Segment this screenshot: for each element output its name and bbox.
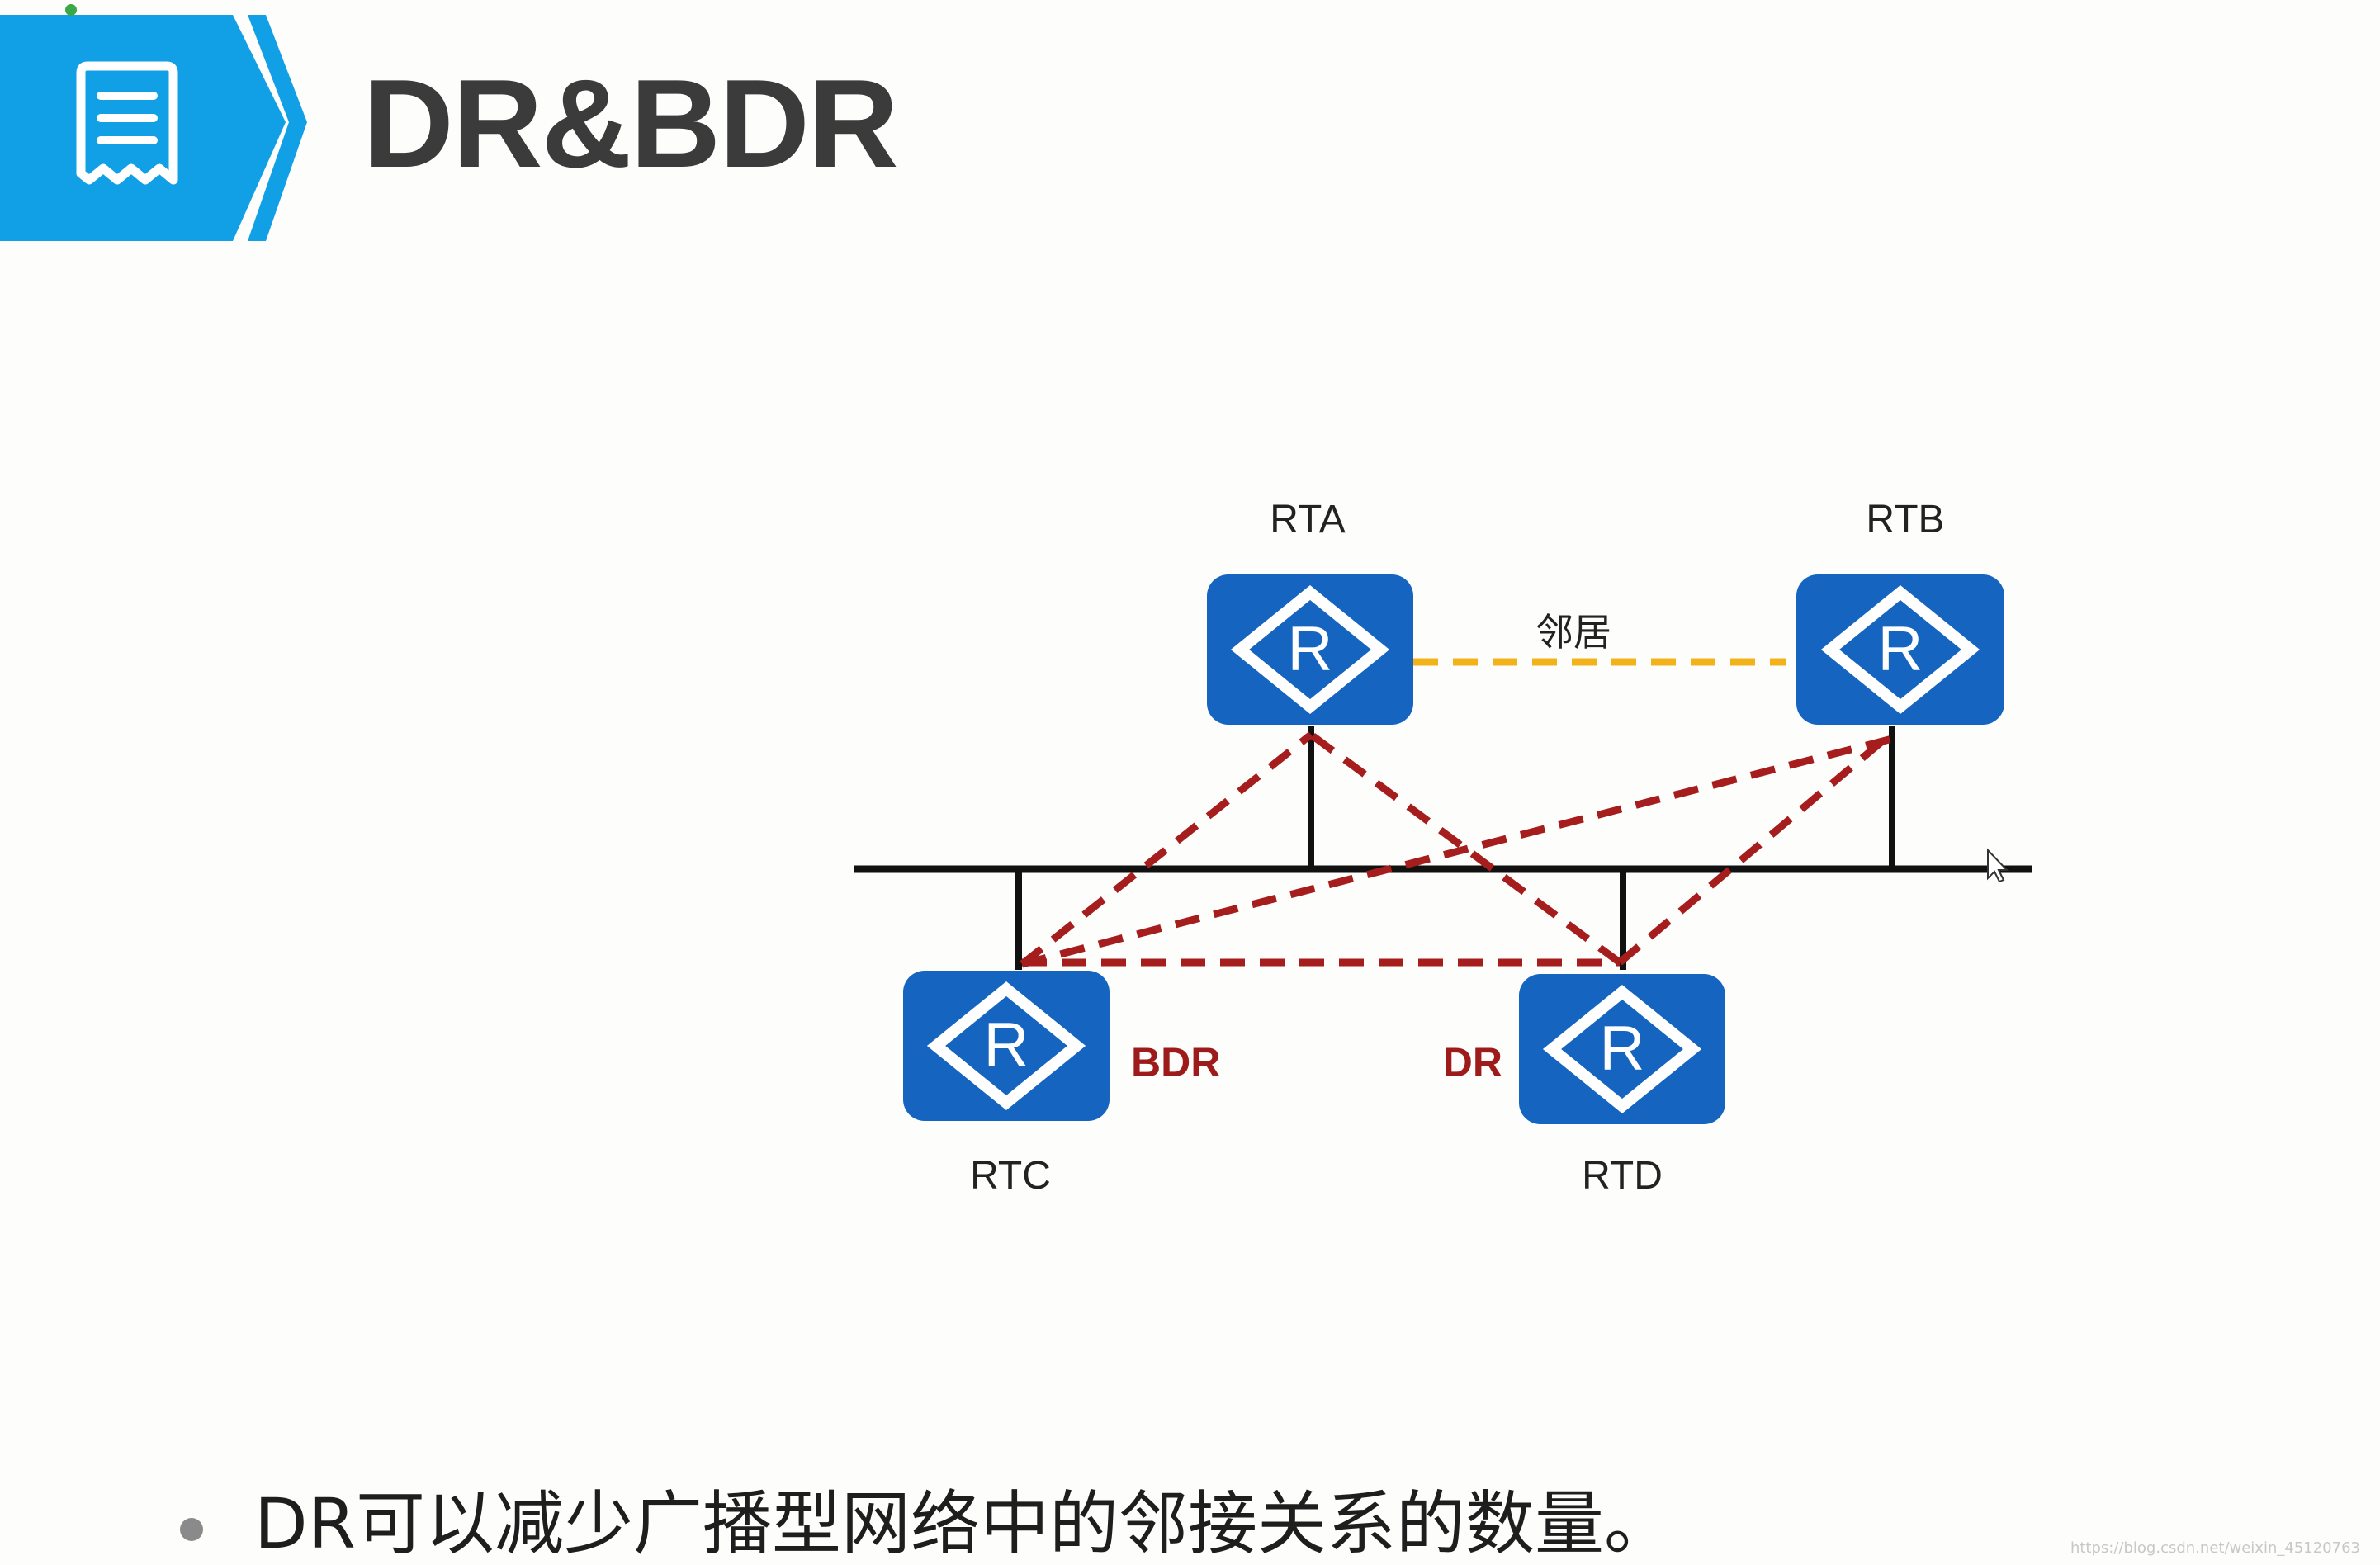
document-list-icon bbox=[76, 61, 178, 185]
bullet-dot bbox=[180, 1518, 203, 1541]
slide-title: DR&BDR bbox=[363, 54, 899, 194]
adjacency-link-rtc-rtb bbox=[1020, 735, 1894, 968]
header-banner-shape bbox=[0, 15, 286, 241]
router-icon bbox=[903, 971, 1110, 1121]
adjacency-link-rtd-rtb bbox=[1617, 730, 1895, 966]
router-icon bbox=[1207, 574, 1413, 725]
green-dot-indicator bbox=[65, 4, 77, 16]
mouse-cursor-icon bbox=[1987, 848, 2009, 883]
router-icon bbox=[1519, 974, 1725, 1124]
router-glyph: R bbox=[1288, 614, 1333, 684]
router-label-rtb: RTB bbox=[1866, 498, 1944, 541]
role-label-dr: DR bbox=[1443, 1039, 1502, 1085]
router-glyph: R bbox=[1600, 1014, 1645, 1084]
router-rta: R bbox=[1207, 574, 1413, 725]
router-label-rta: RTA bbox=[1270, 498, 1346, 541]
bullet-list: DR可以减少广播型网络中的邻接关系的数量。 bbox=[180, 1474, 1673, 1565]
role-label-bdr: BDR bbox=[1131, 1039, 1220, 1085]
router-glyph: R bbox=[1878, 614, 1923, 684]
bullet-text: DR可以减少广播型网络中的邻接关系的数量。 bbox=[254, 1483, 1674, 1564]
router-glyph: R bbox=[984, 1010, 1029, 1080]
router-icon bbox=[1796, 574, 2004, 725]
watermark: https://blog.csdn.net/weixin_45120763 bbox=[2070, 1539, 2360, 1557]
router-rtc: R bbox=[903, 971, 1110, 1121]
neighbor-label: 邻居 bbox=[1535, 610, 1611, 655]
router-label-rtc: RTC bbox=[970, 1154, 1051, 1198]
header-chevron bbox=[248, 15, 307, 241]
header-banner bbox=[0, 4, 307, 241]
router-rtd: R bbox=[1519, 974, 1725, 1124]
adjacency-link-rtd-rta bbox=[1308, 731, 1622, 966]
router-rtb: R bbox=[1796, 574, 2004, 725]
router-label-rtd: RTD bbox=[1582, 1154, 1663, 1198]
adjacency-link-rtc-rta bbox=[1020, 731, 1313, 967]
adjacency-links bbox=[1020, 730, 1895, 968]
